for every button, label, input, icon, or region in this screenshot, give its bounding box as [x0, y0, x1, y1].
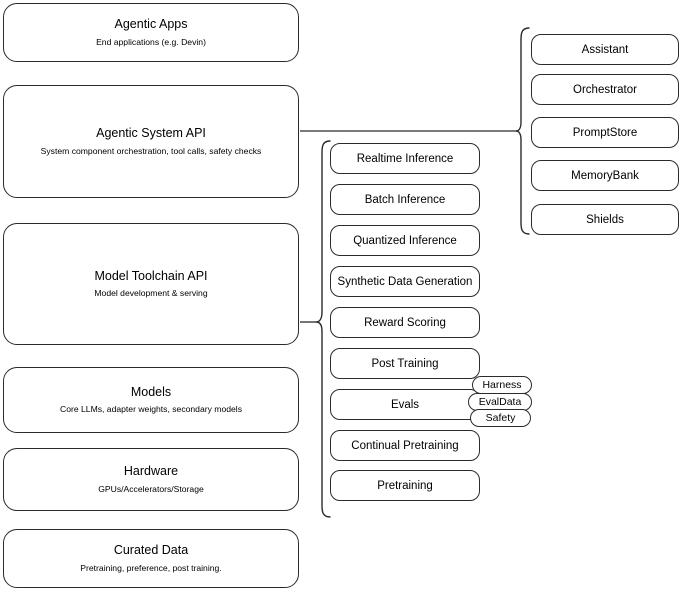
- toolchain-component-quantized-inference[interactable]: Quantized Inference: [330, 225, 480, 256]
- toolchain-component-batch-inference[interactable]: Batch Inference: [330, 184, 480, 215]
- toolchain-component-label: Realtime Inference: [356, 152, 454, 165]
- agentic-component-label: Assistant: [581, 43, 629, 56]
- agentic-component-promptstore[interactable]: PromptStore: [531, 117, 679, 148]
- stack-layer-title: Agentic Apps: [114, 17, 188, 32]
- toolchain-component-evals[interactable]: Evals: [330, 389, 480, 420]
- toolchain-component-continual-pretraining[interactable]: Continual Pretraining: [330, 430, 480, 461]
- toolchain-component-reward-scoring[interactable]: Reward Scoring: [330, 307, 480, 338]
- eval-subcomponent-label: Safety: [485, 412, 516, 424]
- stack-layer-title: Hardware: [123, 464, 179, 479]
- stack-layer-hardware[interactable]: Hardware GPUs/Accelerators/Storage: [3, 448, 299, 511]
- stack-layer-agentic-apps[interactable]: Agentic Apps End applications (e.g. Devi…: [3, 3, 299, 62]
- stack-layer-subtitle: System component orchestration, tool cal…: [40, 145, 262, 156]
- eval-subcomponent-label: EvalData: [478, 396, 522, 408]
- toolchain-component-label: Post Training: [371, 357, 439, 370]
- toolchain-component-post-training[interactable]: Post Training: [330, 348, 480, 379]
- stack-layer-title: Models: [130, 384, 172, 399]
- toolchain-component-realtime-inference[interactable]: Realtime Inference: [330, 143, 480, 174]
- stack-layer-subtitle: Pretraining, preference, post training.: [80, 562, 222, 573]
- stack-layer-title: Curated Data: [113, 543, 189, 558]
- agentic-component-memorybank[interactable]: MemoryBank: [531, 160, 679, 191]
- toolchain-component-label: Evals: [390, 398, 420, 411]
- eval-subcomponent-label: Harness: [482, 379, 522, 391]
- agentic-component-orchestrator[interactable]: Orchestrator: [531, 74, 679, 105]
- agentic-component-label: MemoryBank: [571, 169, 639, 182]
- stack-layer-title: Model Toolchain API: [94, 268, 208, 283]
- stack-layer-subtitle: GPUs/Accelerators/Storage: [98, 483, 204, 494]
- stack-layer-subtitle: Model development & serving: [94, 288, 208, 299]
- stack-layer-curated-data[interactable]: Curated Data Pretraining, preference, po…: [3, 529, 299, 588]
- stack-layer-agentic-system-api[interactable]: Agentic System API System component orch…: [3, 85, 299, 198]
- agentic-component-label: PromptStore: [572, 126, 638, 139]
- agentic-component-shields[interactable]: Shields: [531, 204, 679, 235]
- agentic-component-assistant[interactable]: Assistant: [531, 34, 679, 65]
- toolchain-component-pretraining[interactable]: Pretraining: [330, 470, 480, 501]
- eval-subcomponent-harness[interactable]: Harness: [472, 376, 532, 394]
- toolchain-component-synthetic-data-generation[interactable]: Synthetic Data Generation: [330, 266, 480, 297]
- toolchain-component-label: Synthetic Data Generation: [337, 275, 473, 288]
- toolchain-component-label: Quantized Inference: [353, 234, 457, 247]
- stack-layer-title: Agentic System API: [96, 126, 206, 141]
- toolchain-component-label: Continual Pretraining: [351, 439, 459, 452]
- eval-subcomponent-safety[interactable]: Safety: [470, 409, 531, 427]
- stack-layer-models[interactable]: Models Core LLMs, adapter weights, secon…: [3, 367, 299, 433]
- agentic-component-label: Orchestrator: [573, 83, 637, 96]
- stack-layer-subtitle: Core LLMs, adapter weights, secondary mo…: [60, 404, 242, 415]
- toolchain-component-label: Reward Scoring: [364, 316, 446, 329]
- toolchain-component-label: Batch Inference: [364, 193, 446, 206]
- stack-layer-subtitle: End applications (e.g. Devin): [96, 36, 206, 47]
- toolchain-component-label: Pretraining: [377, 479, 433, 492]
- agentic-component-label: Shields: [586, 213, 624, 226]
- stack-layer-model-toolchain-api[interactable]: Model Toolchain API Model development & …: [3, 223, 299, 345]
